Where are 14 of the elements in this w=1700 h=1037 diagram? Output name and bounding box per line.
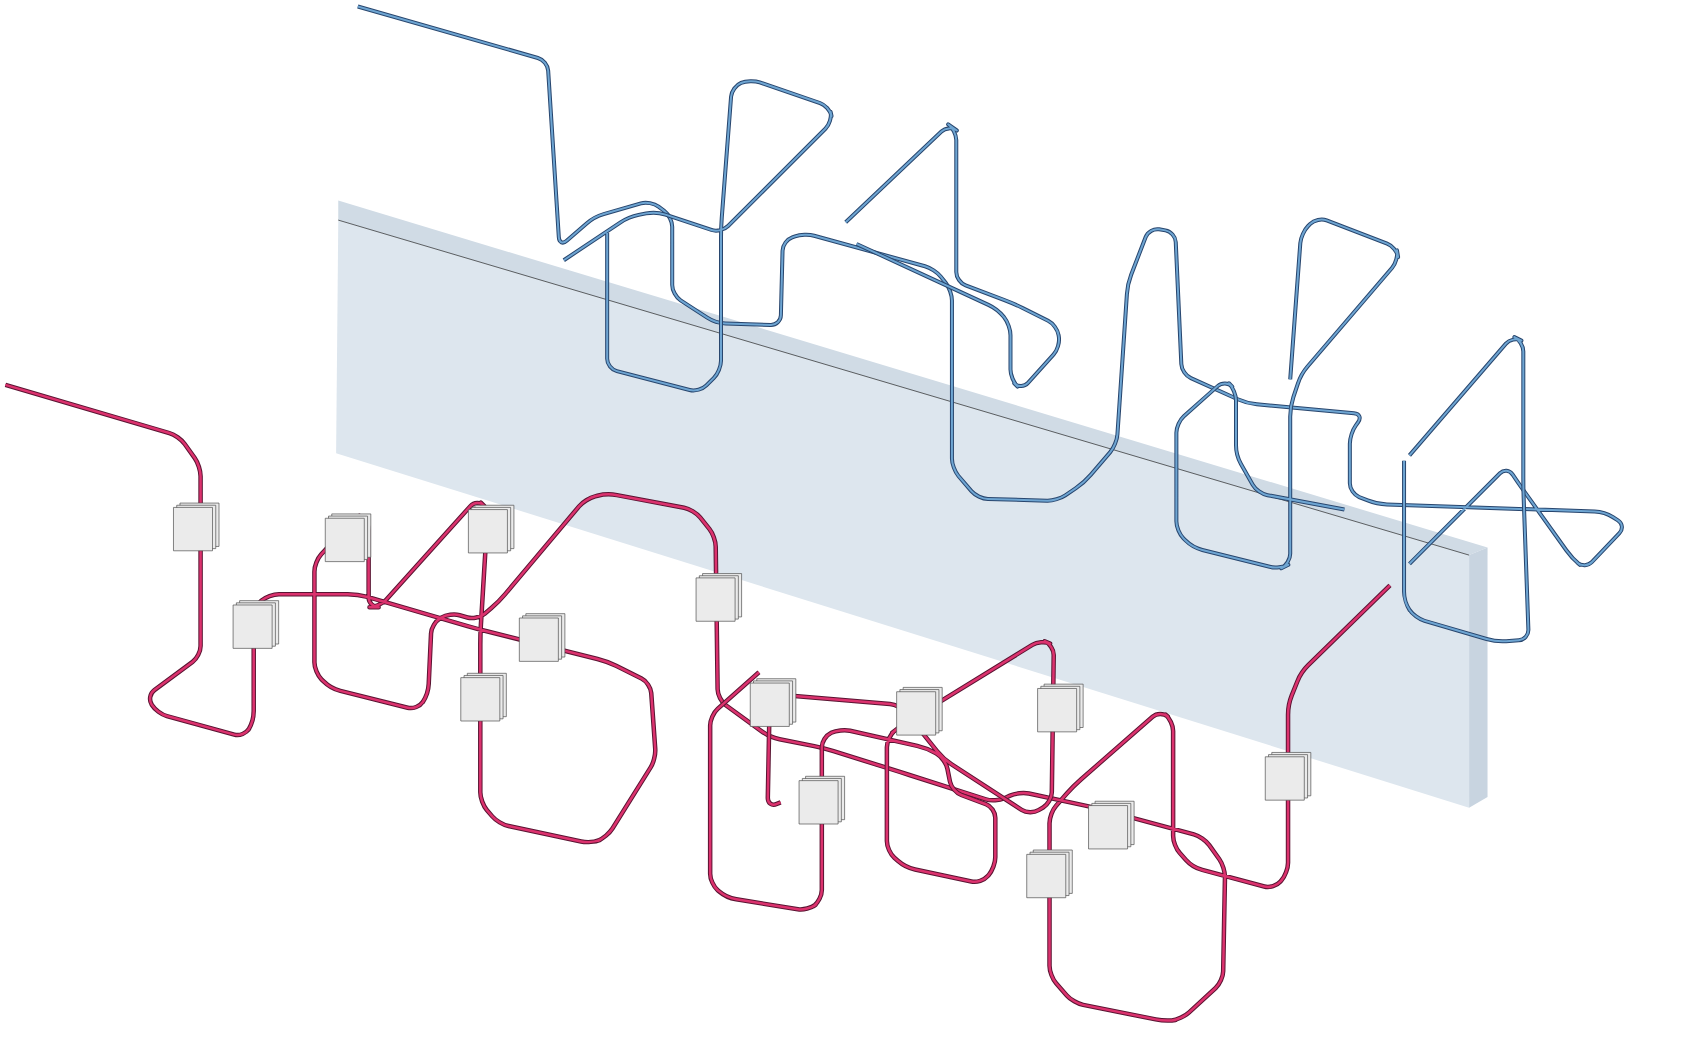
panel-box: [173, 502, 220, 552]
panel-box: [695, 573, 742, 622]
panel-box: [1088, 800, 1135, 850]
panel-box: [324, 513, 372, 562]
panel-box: [232, 600, 279, 649]
panel-box: [460, 672, 507, 722]
panel-box: [1037, 683, 1084, 733]
panel-box: [798, 775, 845, 825]
panel-box: [468, 504, 515, 554]
panel-box: [896, 687, 943, 736]
panel-box: [1264, 752, 1312, 801]
panel-box: [1026, 849, 1073, 899]
panel-box: [519, 613, 566, 662]
panel-box: [749, 678, 797, 727]
